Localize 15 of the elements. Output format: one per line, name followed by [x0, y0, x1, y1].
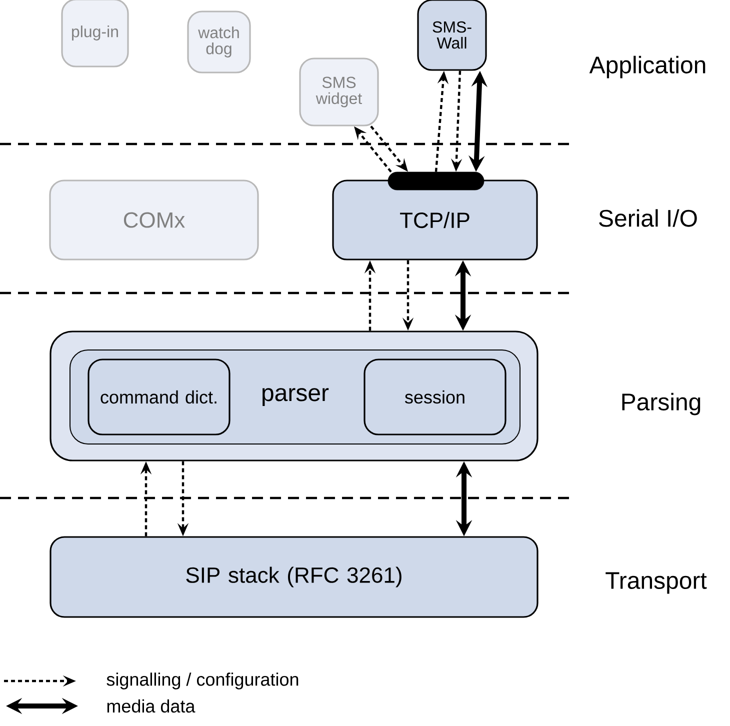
- component-box: SMS widget: [299, 58, 379, 126]
- component-box: SMS-Wall: [417, 0, 487, 71]
- layer-label: Application: [589, 56, 706, 78]
- component-box: command dict.: [88, 358, 230, 436]
- layer-label: Parsing: [622, 392, 700, 416]
- layer-label: Serial I/O: [599, 209, 697, 227]
- component-box: plug-in: [61, 0, 129, 68]
- legend-text: signalling / configuration: [106, 672, 298, 690]
- component-box: SIP stack (RFC 3261): [50, 536, 538, 618]
- component-box: COMx: [49, 180, 259, 260]
- component-box: watch dog: [187, 10, 251, 74]
- component-box: TCP/IP: [332, 180, 538, 260]
- legend-text: media data: [107, 699, 196, 713]
- component-box: session: [364, 358, 506, 436]
- layer-label: Transport: [606, 572, 707, 594]
